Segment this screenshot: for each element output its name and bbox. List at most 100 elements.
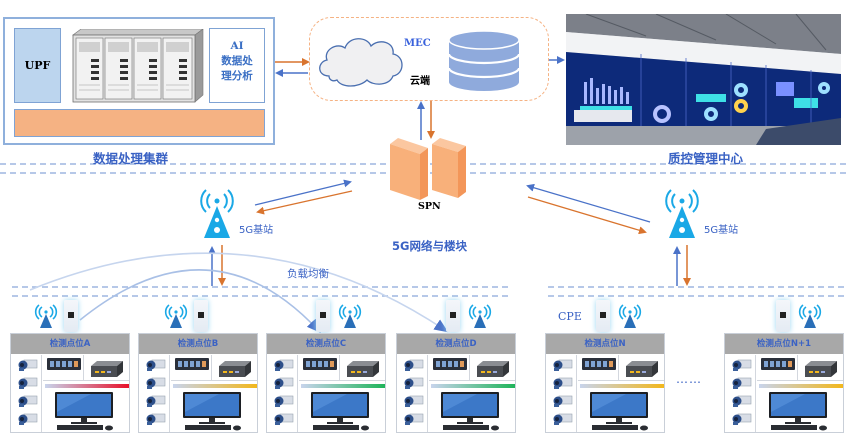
switch-port xyxy=(330,361,334,367)
camera-icon xyxy=(18,359,38,371)
switch-port xyxy=(460,361,464,367)
camera-icon xyxy=(404,395,424,407)
server-rack-icon xyxy=(72,29,204,103)
bs-right-to-spn-arrow xyxy=(526,183,651,223)
switch-port xyxy=(74,361,78,367)
camera-icon xyxy=(553,413,573,425)
wifi-antenna-icon xyxy=(618,304,642,328)
switch-port xyxy=(184,361,188,367)
load-balance-arc-d xyxy=(29,252,449,333)
switch-port xyxy=(190,361,194,367)
switch-port xyxy=(782,361,786,367)
inspection-station-5: 检测点位N xyxy=(545,333,665,433)
bs-left-to-spn-arrow xyxy=(254,179,352,206)
ai-analysis-box: AI 数据处 理分析 xyxy=(209,28,265,103)
ai-box-line1: AI xyxy=(230,40,244,52)
camera-icon xyxy=(274,377,294,389)
station-label: 检测点位D xyxy=(397,334,515,354)
inspection-station-2: 检测点位B xyxy=(138,333,258,433)
wifi-antenna-icon xyxy=(798,304,822,328)
station-divider xyxy=(339,355,340,380)
cloud-label: 云端 xyxy=(410,76,430,87)
switch-port xyxy=(324,361,328,367)
cpe-label: CPE xyxy=(558,310,582,323)
edge-computer-icon xyxy=(805,361,837,377)
camera-icon xyxy=(732,395,752,407)
network-switch-icon xyxy=(433,358,467,370)
status-bar xyxy=(45,384,129,388)
cpe-device-d xyxy=(446,300,460,332)
data-processing-cluster: UPF xyxy=(3,17,275,145)
cpe-device-b xyxy=(194,300,208,332)
status-bar xyxy=(431,384,515,388)
inspection-station-6: 检测点位N+1 xyxy=(724,333,844,433)
camera-column xyxy=(547,355,577,432)
spn-label: SPN xyxy=(418,201,441,212)
camera-column xyxy=(726,355,756,432)
qc-center-image xyxy=(566,14,841,145)
status-bar xyxy=(759,384,843,388)
switch-port xyxy=(585,361,589,367)
camera-icon xyxy=(274,413,294,425)
cluster-storage-bar xyxy=(14,109,265,137)
station-label: 检测点位N xyxy=(546,334,664,354)
camera-icon xyxy=(146,359,166,371)
base-station-right-label: 5G基站 xyxy=(704,225,739,236)
switch-port xyxy=(770,361,774,367)
camera-icon xyxy=(553,377,573,389)
upf-box: UPF xyxy=(14,28,61,103)
station-label: 检测点位C xyxy=(267,334,385,354)
cpe-device-c xyxy=(316,300,330,332)
monitor-icon xyxy=(311,392,369,431)
network-switch-icon xyxy=(761,358,795,370)
switch-port xyxy=(178,361,182,367)
station-divider xyxy=(469,355,470,380)
monitor-icon xyxy=(183,392,241,431)
camera-icon xyxy=(553,359,573,371)
camera-icon xyxy=(274,395,294,407)
edge-computer-icon xyxy=(347,361,379,377)
qc-center-caption: 质控管理中心 xyxy=(668,151,744,166)
load-balance-arc-c xyxy=(79,269,321,333)
switch-port xyxy=(436,361,440,367)
station-divider xyxy=(618,355,619,380)
station-divider xyxy=(429,380,515,381)
status-bar xyxy=(173,384,257,388)
station-divider xyxy=(757,380,843,381)
camera-icon xyxy=(146,377,166,389)
spn-to-bs-left-arrow xyxy=(256,190,353,215)
station-label: 检测点位N+1 xyxy=(725,334,843,354)
switch-port xyxy=(603,361,607,367)
status-bar xyxy=(580,384,664,388)
wifi-antenna-icon xyxy=(468,304,492,328)
switch-port xyxy=(776,361,780,367)
base-station-left-icon xyxy=(200,189,234,238)
camera-icon xyxy=(404,377,424,389)
station-divider xyxy=(43,380,129,381)
station-divider xyxy=(578,380,664,381)
base-station-right-icon xyxy=(665,189,699,238)
edge-computer-icon xyxy=(219,361,251,377)
switch-port xyxy=(591,361,595,367)
camera-icon xyxy=(404,413,424,425)
edge-computer-icon xyxy=(91,361,123,377)
network-switch-icon xyxy=(175,358,209,370)
cpe-device-n1 xyxy=(776,300,790,332)
wifi-antenna-icon xyxy=(338,304,362,328)
switch-port xyxy=(202,361,206,367)
station-divider xyxy=(83,355,84,380)
camera-icon xyxy=(274,359,294,371)
network-caption: 5G网络与楼块 xyxy=(392,239,467,253)
mec-cloud-group xyxy=(309,17,549,101)
camera-icon xyxy=(18,395,38,407)
switch-port xyxy=(62,361,66,367)
cloud-icon xyxy=(319,38,403,87)
switch-port xyxy=(609,361,613,367)
wifi-antenna-icon xyxy=(164,304,188,328)
inspection-station-3: 检测点位C xyxy=(266,333,386,433)
edge-computer-icon xyxy=(477,361,509,377)
load-balance-label: 负载均衡 xyxy=(287,268,329,280)
station-divider xyxy=(797,355,798,380)
wifi-antenna-icon xyxy=(34,304,58,328)
spn-to-bs-right-arrow xyxy=(527,196,647,235)
